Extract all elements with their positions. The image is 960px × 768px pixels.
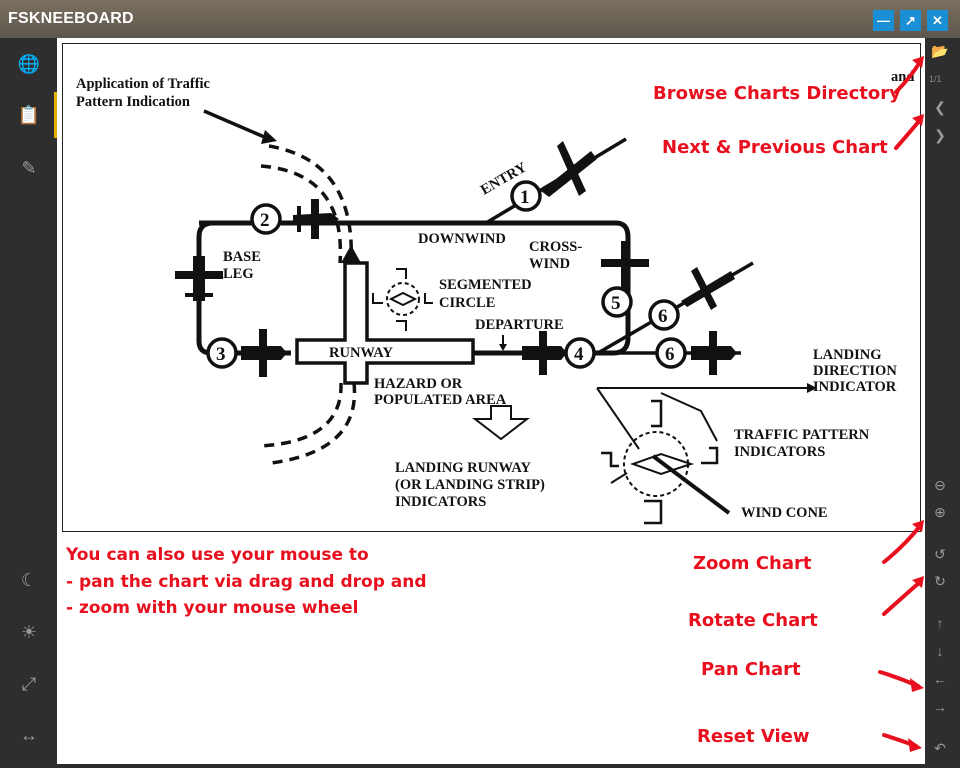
right-toolbar: [925, 38, 960, 768]
annotation-zoom: Zoom Chart: [693, 553, 812, 574]
browse-charts-button[interactable]: 📂: [927, 40, 953, 62]
rotate-right-button[interactable]: ↻: [927, 570, 953, 592]
next-circle-icon: ❯: [934, 127, 946, 143]
previous-circle-icon: ❮: [934, 99, 946, 115]
label-landing-direction-2: DIRECTION: [813, 363, 897, 379]
charts-button[interactable]: 📋: [14, 100, 44, 130]
chart-image[interactable]: 1 2 3 4 5 6 6 Application of Traffic Pat…: [62, 43, 921, 532]
rotate-right-icon: ↻: [934, 573, 946, 589]
arrow-browse: [894, 60, 922, 94]
circle-number-1: 1: [520, 187, 530, 208]
globe-icon: 🌐: [17, 54, 41, 74]
zoom-in-icon: ⊕: [934, 504, 946, 520]
label-landing-runway: LANDING RUNWAY: [395, 460, 532, 476]
label-downwind: DOWNWIND: [418, 231, 506, 247]
label-segmented: SEGMENTED: [439, 277, 532, 293]
brightness-icon: ☀: [20, 622, 38, 642]
fullscreen-button[interactable]: ⤢: [14, 669, 44, 699]
circle-number-4: 4: [574, 344, 584, 365]
label-circle: CIRCLE: [439, 295, 495, 311]
label-hazard: HAZARD OR: [374, 376, 463, 392]
circle-number-2: 2: [260, 210, 270, 231]
width-button[interactable]: ↔: [14, 720, 44, 750]
circle-number-3: 3: [216, 344, 226, 365]
popout-button[interactable]: ↗: [900, 10, 921, 31]
page-indicator: 1/1: [929, 74, 942, 84]
label-application-2: Pattern Indication: [76, 94, 190, 110]
label-crosswind: CROSS-: [529, 239, 582, 255]
pan-right-button[interactable]: →: [927, 696, 953, 718]
label-runway: RUNWAY: [329, 345, 393, 361]
active-tab-indicator: [54, 92, 58, 138]
mouse-help-text: You can also use your mouse to - pan the…: [66, 542, 427, 622]
window-title: FSKNEEBOARD: [8, 10, 134, 27]
clipboard-icon: 📋: [17, 105, 41, 125]
label-landing-runway-2: (OR LANDING STRIP): [395, 477, 545, 493]
minimize-icon: —: [877, 13, 890, 28]
arrow-zoom: [882, 524, 922, 564]
arrow-left-icon: ←: [933, 671, 947, 687]
night-mode-button[interactable]: ☾: [14, 565, 44, 595]
title-bar[interactable]: FSKNEEBOARD — ↗ ✕: [0, 0, 960, 38]
zoom-in-button[interactable]: ⊕: [927, 501, 953, 523]
label-base: BASE: [223, 249, 261, 265]
annotation-reset: Reset View: [697, 726, 810, 747]
circle-number-5: 5: [611, 293, 621, 314]
notes-button[interactable]: ✎: [14, 153, 44, 183]
label-traffic-pattern: TRAFFIC PATTERN: [734, 427, 870, 443]
minimize-button[interactable]: —: [873, 10, 894, 31]
label-traffic-pattern-2: INDICATORS: [734, 444, 825, 460]
previous-chart-button[interactable]: ❮: [927, 96, 953, 118]
popout-icon: ↗: [905, 13, 916, 28]
expand-icon: ⤢: [21, 674, 37, 694]
mouse-help-line-2: - pan the chart via drag and drop and: [66, 571, 427, 592]
traffic-pattern-diagram: 1 2 3 4 5 6 6 Application of Traffic Pat…: [76, 69, 914, 525]
label-landing-direction-3: INDICATOR: [813, 379, 897, 395]
annotation-next-prev: Next & Previous Chart: [662, 137, 888, 158]
zoom-out-button[interactable]: ⊖: [927, 474, 953, 496]
map-button[interactable]: 🌐: [14, 49, 44, 79]
label-base-2: LEG: [223, 266, 254, 282]
circle-number-6b: 6: [665, 344, 675, 365]
pan-left-button[interactable]: ←: [927, 668, 953, 690]
reset-icon: ↶: [934, 740, 946, 756]
mouse-help-line-1: You can also use your mouse to: [66, 545, 369, 565]
annotation-browse: Browse Charts Directory: [653, 83, 901, 104]
horizontal-arrows-icon: ↔: [20, 725, 38, 745]
zoom-out-icon: ⊖: [934, 477, 946, 493]
rotate-left-button[interactable]: ↺: [927, 543, 953, 565]
pan-up-button[interactable]: ↑: [927, 612, 953, 634]
pan-down-button[interactable]: ↓: [927, 640, 953, 662]
label-application: Application of Traffic: [76, 76, 211, 92]
label-departure: DEPARTURE: [475, 317, 564, 333]
arrow-next-prev: [894, 118, 922, 150]
label-crosswind-2: WIND: [529, 256, 570, 272]
moon-icon: ☾: [20, 570, 38, 590]
next-chart-button[interactable]: ❯: [927, 124, 953, 146]
mouse-help-line-3: - zoom with your mouse wheel: [66, 598, 359, 618]
close-button[interactable]: ✕: [927, 10, 948, 31]
brightness-button[interactable]: ☀: [14, 617, 44, 647]
arrow-up-icon: ↑: [936, 615, 944, 631]
edit-icon: ✎: [21, 158, 37, 178]
left-toolbar: [0, 38, 57, 768]
folder-open-icon: 📂: [931, 43, 949, 59]
arrow-down-icon: ↓: [936, 643, 944, 659]
arrow-right-icon: →: [933, 699, 947, 715]
rotate-left-icon: ↺: [934, 546, 946, 562]
label-wind-cone: WIND CONE: [741, 505, 828, 521]
label-hazard-2: POPULATED AREA: [374, 392, 507, 408]
circle-number-6a: 6: [658, 306, 668, 327]
annotation-rotate: Rotate Chart: [688, 610, 818, 631]
label-landing-direction: LANDING: [813, 347, 881, 363]
reset-view-button[interactable]: ↶: [927, 737, 953, 759]
annotation-pan: Pan Chart: [701, 659, 801, 680]
arrow-rotate: [882, 580, 922, 616]
close-icon: ✕: [932, 13, 943, 28]
label-landing-runway-3: INDICATORS: [395, 494, 486, 510]
